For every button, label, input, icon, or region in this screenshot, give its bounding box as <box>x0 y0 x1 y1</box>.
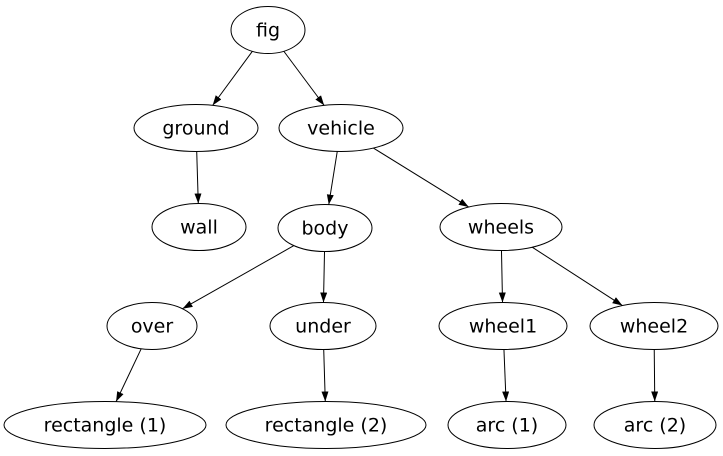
node-arc2: arc (2) <box>593 401 717 449</box>
node-wheel2-shape <box>589 302 719 350</box>
node-under-label: under <box>295 316 351 338</box>
node-wheels-label: wheels <box>468 217 534 239</box>
node-wheels-shape <box>439 203 563 251</box>
node-rectangle1: rectangle (1) <box>3 401 207 449</box>
node-rectangle2-label: rectangle (2) <box>265 415 388 437</box>
edge-ground-wall <box>194 151 202 204</box>
node-body-label: body <box>302 218 349 240</box>
edges-layer <box>115 50 659 402</box>
node-arc1-label: arc (1) <box>476 415 538 437</box>
node-wall-label: wall <box>180 217 218 239</box>
edge-vehicle-body <box>326 151 338 205</box>
node-ground: ground <box>133 104 259 152</box>
edge-fig-vehicle <box>283 50 325 106</box>
node-wheel1: wheel1 <box>438 302 568 350</box>
node-wheel2: wheel2 <box>589 302 719 350</box>
node-wheel1-label: wheel1 <box>469 316 537 338</box>
node-wheels: wheels <box>439 203 563 251</box>
node-fig-label: fig <box>256 20 280 42</box>
node-fig-shape <box>230 6 306 54</box>
edge-body-under <box>320 251 328 303</box>
edge-body-over <box>182 245 295 310</box>
node-body-shape <box>277 204 373 252</box>
nodes-layer: fig ground vehicle wall body wheels over under w… <box>3 6 719 449</box>
node-rectangle2: rectangle (2) <box>225 401 427 449</box>
node-vehicle-shape <box>278 104 404 152</box>
edge-wheel1-arc1 <box>502 349 510 402</box>
node-ground-shape <box>133 104 259 152</box>
node-vehicle: vehicle <box>278 104 404 152</box>
node-fig: fig <box>230 6 306 54</box>
edge-vehicle-wheels <box>373 147 470 208</box>
edge-under-rectangle2 <box>321 349 329 402</box>
node-ground-label: ground <box>162 118 229 140</box>
node-arc1: arc (1) <box>447 401 567 449</box>
node-rectangle1-label: rectangle (1) <box>44 415 167 437</box>
edge-wheels-wheel1 <box>498 250 506 303</box>
edge-wheel2-arc2 <box>651 349 659 402</box>
node-wheel2-label: wheel2 <box>620 316 688 338</box>
edge-fig-ground <box>212 50 253 106</box>
edge-over-rectangle1 <box>115 348 142 402</box>
node-arc2-label: arc (2) <box>624 415 686 437</box>
node-wall: wall <box>151 203 247 251</box>
node-rectangle1-shape <box>3 401 207 449</box>
node-under: under <box>269 302 377 350</box>
node-over-shape <box>106 302 198 350</box>
edge-wheels-wheel2 <box>531 246 623 306</box>
node-over: over <box>106 302 198 350</box>
node-over-label: over <box>131 316 174 338</box>
node-body: body <box>277 204 373 252</box>
node-vehicle-label: vehicle <box>307 118 375 140</box>
